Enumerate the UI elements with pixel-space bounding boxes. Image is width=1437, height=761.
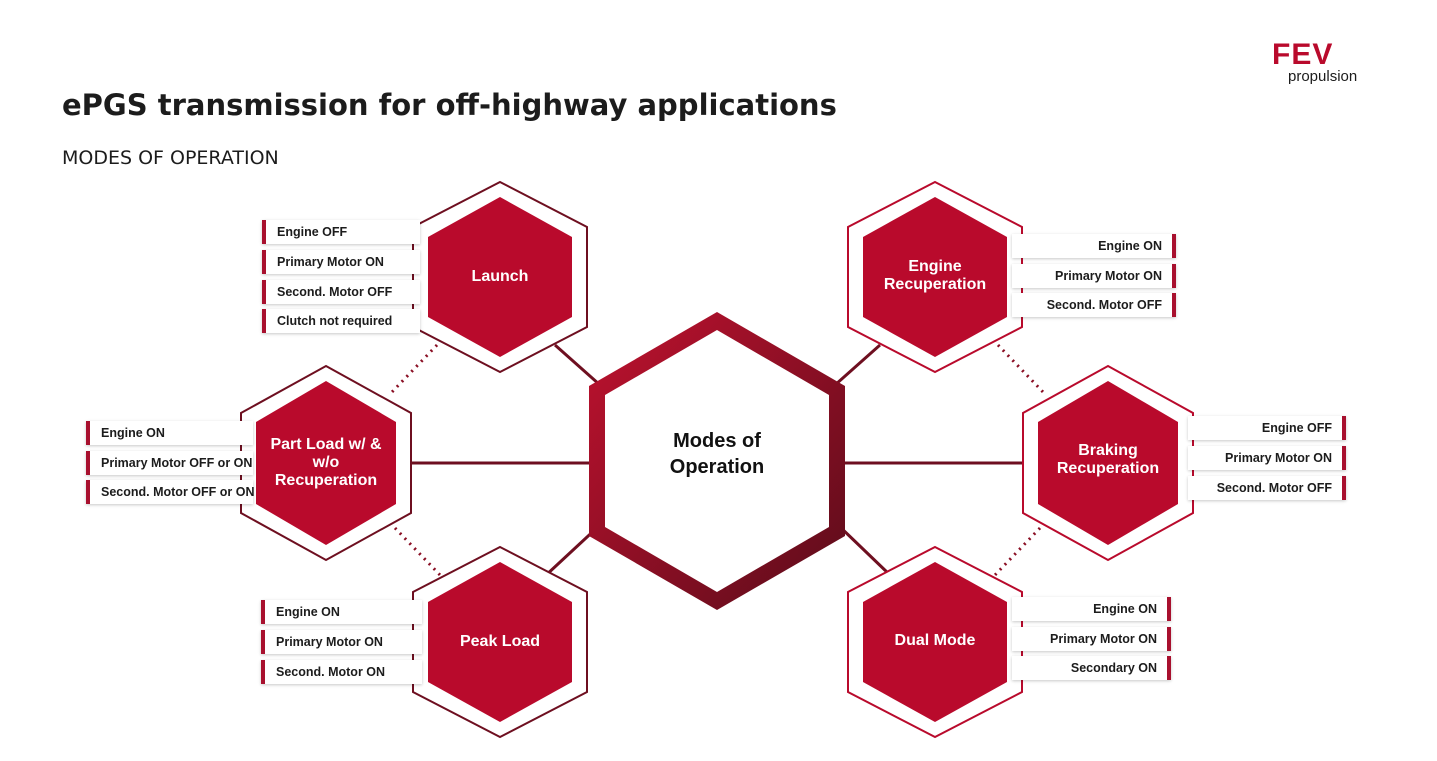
part-load-label: Part Load w/ & w/o Recuperation <box>270 436 382 489</box>
hexagon-launch <box>412 180 588 374</box>
dotted-braking-dual <box>993 526 1042 577</box>
state-tag: Engine ON <box>1012 234 1176 258</box>
launch-label: Launch <box>471 268 529 285</box>
state-tag: Secondary ON <box>1012 656 1171 680</box>
logo-subtext: propulsion <box>1288 68 1358 85</box>
center-label: Modes of Operation <box>617 428 817 480</box>
state-tag: Engine OFF <box>262 220 420 244</box>
center-label-line2: Operation <box>669 456 765 478</box>
center-hexagon <box>589 312 845 610</box>
state-tag: Primary Motor ON <box>1012 264 1176 288</box>
page-subtitle: MODES OF OPERATION <box>62 147 279 169</box>
hexagon-braking-recuperation <box>1022 364 1194 562</box>
state-tag: Second. Motor OFF <box>1188 476 1346 500</box>
dual-mode-label: Dual Mode <box>894 632 976 649</box>
state-tag: Primary Motor OFF or ON <box>86 451 253 475</box>
engine-recuperation-label: Engine Recuperation <box>883 258 987 293</box>
braking-recuperation-label: Braking Recuperation <box>1056 442 1160 477</box>
connector-launch <box>554 343 601 387</box>
connector-dual-mode <box>836 523 892 577</box>
state-tag: Primary Motor ON <box>261 630 422 654</box>
state-tag: Engine ON <box>261 600 422 624</box>
state-tag: Engine ON <box>1012 597 1171 621</box>
state-tag: Second. Motor OFF <box>1012 293 1176 317</box>
state-tag: Primary Motor ON <box>262 250 420 274</box>
state-tag: Second. Motor OFF <box>262 280 420 304</box>
dotted-partload-peakload <box>393 526 442 577</box>
connector-engine-recuperation <box>834 343 881 387</box>
hexagon-part-load <box>240 364 412 562</box>
fev-logo: FEV propulsion <box>1270 38 1380 92</box>
hexagon-peak-load <box>412 545 588 739</box>
state-tag: Second. Motor OFF or ON <box>86 480 254 504</box>
hexagon-engine-recuperation <box>847 180 1023 374</box>
state-tag: Clutch not required <box>262 309 420 333</box>
solid-connectors <box>408 343 1026 592</box>
state-tag: Engine OFF <box>1188 416 1346 440</box>
hexagon-dual-mode <box>847 545 1023 739</box>
state-tag: Primary Motor ON <box>1012 627 1171 651</box>
state-tag: Primary Motor ON <box>1188 446 1346 470</box>
center-label-line1: Modes of <box>673 430 761 452</box>
logo-brand: FEV <box>1272 38 1334 71</box>
page-title: ePGS transmission for off-highway applic… <box>62 88 837 122</box>
dotted-engrec-braking <box>996 343 1045 394</box>
peak-load-label: Peak Load <box>459 633 541 650</box>
dotted-launch-partload <box>390 343 439 394</box>
state-tag: Second. Motor ON <box>261 660 422 684</box>
state-tag: Engine ON <box>86 421 253 445</box>
